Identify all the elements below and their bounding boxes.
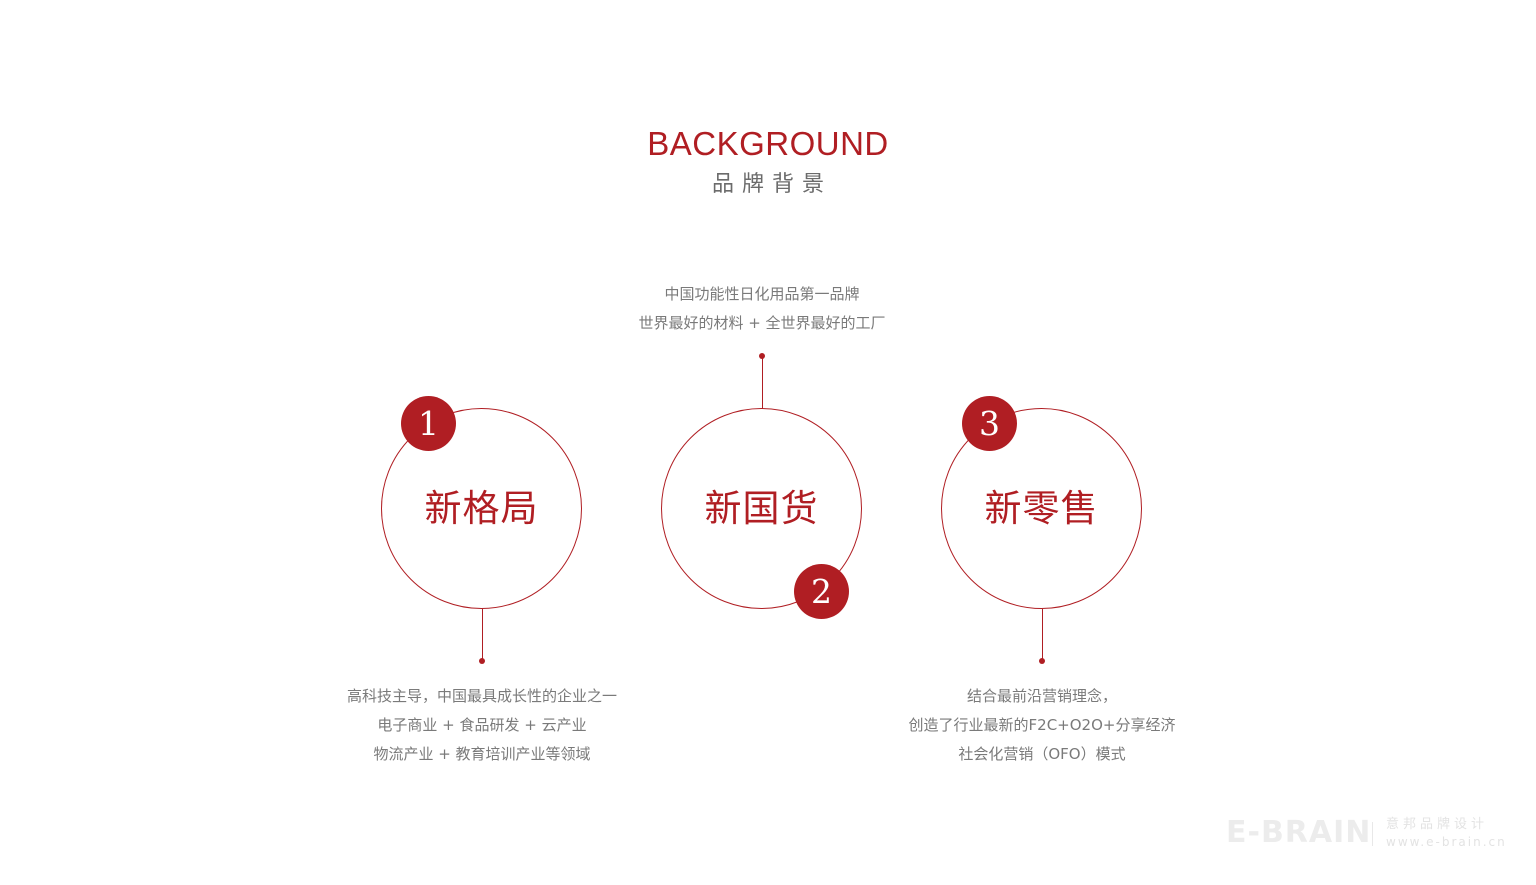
number-badge-1: 1 <box>401 396 456 451</box>
brand-name-cn: 意邦品牌设计 <box>1386 817 1489 832</box>
circle-label-item-3: 新零售 <box>984 487 1099 530</box>
circle-label-item-1: 新格局 <box>424 487 539 530</box>
description-line: 社会化营销（OFO）模式 <box>958 745 1126 763</box>
description-item-2: 中国功能性日化用品第一品牌 世界最好的材料 + 全世界最好的工厂 <box>562 280 962 338</box>
footer-divider <box>1372 822 1373 846</box>
description-item-3: 结合最前沿营销理念， 创造了行业最新的F2C+O2O+分享经济 社会化营销（OF… <box>842 682 1242 769</box>
connector-line <box>1041 609 1043 661</box>
description-item-1: 高科技主导，中国最具成长性的企业之一 电子商业 + 食品研发 + 云产业 物流产… <box>282 682 682 769</box>
description-line: 创造了行业最新的F2C+O2O+分享经济 <box>908 716 1176 734</box>
section-title-en: BACKGROUND <box>647 125 889 162</box>
description-line: 中国功能性日化用品第一品牌 <box>664 285 860 303</box>
section-title-cn: 品牌背景 <box>711 172 832 197</box>
brand-url: www.e-brain.cn <box>1386 835 1507 849</box>
number-badge-2: 2 <box>794 564 849 619</box>
connector-line <box>481 609 483 661</box>
circle-label-item-2: 新国货 <box>704 487 819 530</box>
connector-dot <box>479 658 485 664</box>
description-line: 物流产业 + 教育培训产业等领域 <box>373 745 591 763</box>
description-line: 世界最好的材料 + 全世界最好的工厂 <box>638 314 886 332</box>
number-badge-3: 3 <box>962 396 1017 451</box>
description-line: 结合最前沿营销理念， <box>966 687 1117 705</box>
description-line: 高科技主导，中国最具成长性的企业之一 <box>346 687 617 705</box>
connector-line <box>761 356 763 409</box>
brand-logo: E-BRAIN <box>1226 815 1372 850</box>
description-line: 电子商业 + 食品研发 + 云产业 <box>377 716 587 734</box>
connector-dot <box>1039 658 1045 664</box>
